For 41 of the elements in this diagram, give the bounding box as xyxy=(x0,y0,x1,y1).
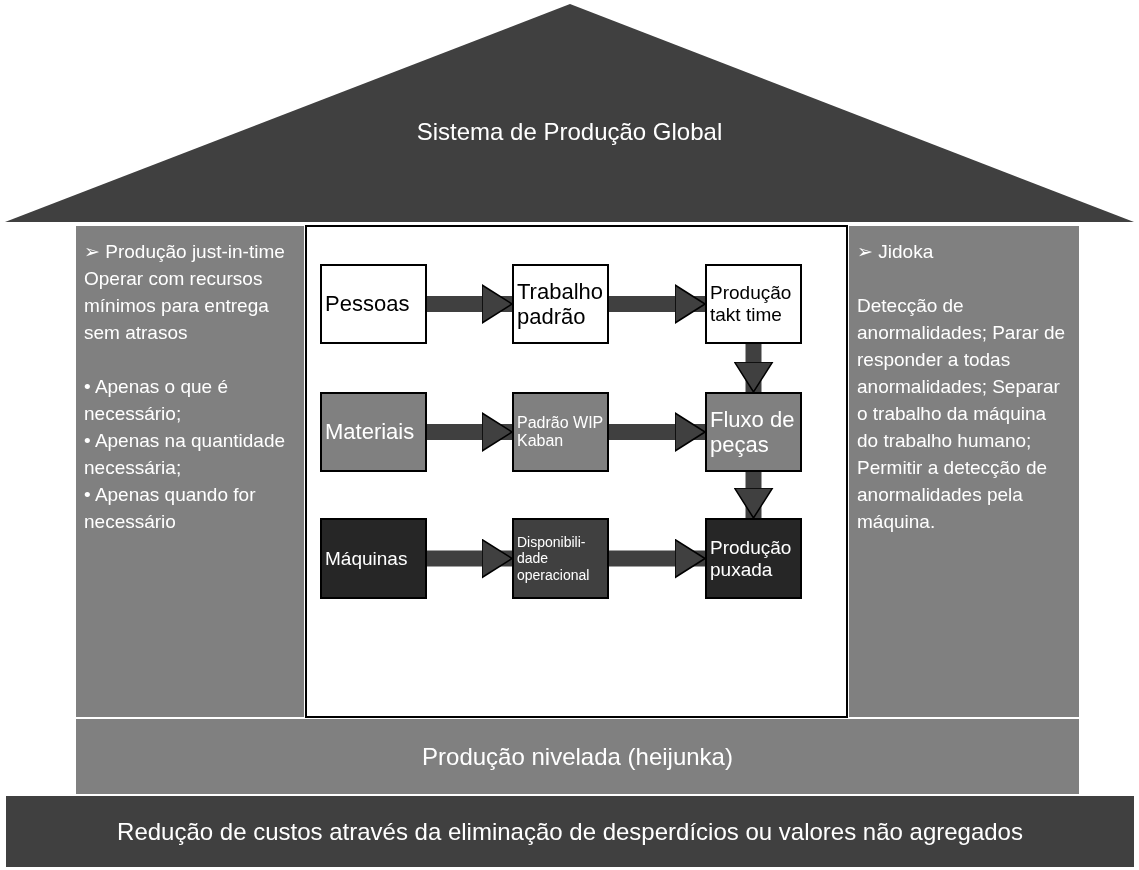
box-label: Disponibili-dade operacional xyxy=(517,534,591,583)
foundation-band xyxy=(5,795,1135,868)
pillar-heading: ➢ Produção just-in-time xyxy=(84,240,286,264)
band-label: Redução de custos através da eliminação de desperdícios ou valores não agregados xyxy=(117,817,1023,846)
process-box xyxy=(320,518,427,599)
process-box xyxy=(320,392,427,472)
box-label: Produção puxada xyxy=(710,536,793,581)
pillar-panel xyxy=(848,225,1080,718)
pillar-heading: ➢ Jidoka xyxy=(857,240,935,264)
foundation-band xyxy=(75,718,1080,795)
box-label: Materiais xyxy=(325,419,415,445)
bullet-item: • Apenas na quantidade necessária; xyxy=(84,429,287,480)
block-arrow xyxy=(733,472,774,519)
band-label: Produção nivelada (heijunka) xyxy=(422,742,733,771)
process-box xyxy=(320,264,427,344)
block-arrow xyxy=(427,412,513,452)
bullet-item: • Apenas quando for necessário xyxy=(84,483,257,534)
block-arrow xyxy=(427,284,513,324)
block-arrow xyxy=(609,284,706,324)
block-arrow xyxy=(427,538,513,579)
process-box xyxy=(512,264,609,344)
pillar-panel xyxy=(75,225,305,718)
box-label: Produção takt time xyxy=(710,282,793,326)
box-label: Padrão WIP Kaban xyxy=(517,413,604,451)
box-label: Trabalho padrão xyxy=(517,278,604,330)
process-box xyxy=(705,518,802,599)
process-box xyxy=(705,264,802,344)
pillar-text: Detecção de anormalidades; Parar de responder a todas anormalidades; Separar o trabalho da máquina do trabalho humano; Permitir a detecção de anormalidades pela máquina. xyxy=(857,294,1067,534)
box-label: Fluxo de peças xyxy=(710,406,796,458)
block-arrow xyxy=(733,344,774,393)
pillar-text: Operar com recursos mínimos para entrega sem atrasos xyxy=(84,267,270,345)
box-label: Pessoas xyxy=(325,291,410,317)
box-label: Máquinas xyxy=(325,547,408,570)
process-box xyxy=(705,392,802,472)
block-arrow xyxy=(609,412,706,452)
roof-title: Sistema de Produção Global xyxy=(415,118,724,146)
block-arrow xyxy=(609,538,706,579)
process-box xyxy=(512,392,609,472)
bullet-item: • Apenas o que é necessário; xyxy=(84,375,229,426)
process-box xyxy=(512,518,609,599)
center-panel xyxy=(305,225,848,718)
